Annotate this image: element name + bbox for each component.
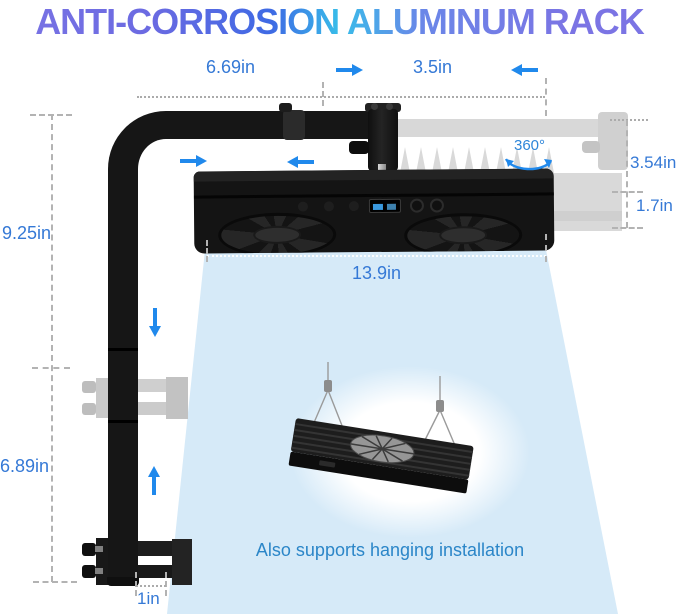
bracket-knob (349, 141, 369, 154)
measure-tick (165, 572, 167, 596)
dim-extension-length: 3.5in (413, 57, 453, 77)
measure-tick (612, 227, 643, 229)
thumbscrew-ghost (82, 381, 96, 393)
bracket-ghost (598, 112, 628, 170)
arrow-up-icon (148, 465, 160, 495)
wire-fitting (436, 400, 444, 412)
measure-line-right (626, 120, 628, 228)
port (297, 201, 309, 212)
pole-cap (107, 577, 139, 586)
fixture-seam (193, 192, 554, 199)
measure-tick (32, 367, 70, 369)
hanging-light-illustration (288, 362, 474, 494)
bracket-bolt (386, 103, 393, 110)
rotation-label: 360° (514, 137, 546, 154)
display-screen (368, 198, 402, 214)
arm-screw (279, 103, 292, 112)
arrow-right-icon (180, 155, 207, 167)
rotation-360-icon (504, 158, 552, 171)
thumbscrew-ghost (82, 403, 96, 415)
dim-fixture-total-height: 3.54in (630, 153, 677, 172)
dim-arm-length: 6.69in (206, 57, 256, 77)
light-fixture (193, 168, 555, 254)
pole-seam (108, 348, 138, 351)
measure-tick (136, 585, 166, 587)
fan-left (218, 212, 337, 254)
bracket-cap (365, 103, 401, 112)
dim-fixture-width: 13.9in (352, 263, 402, 283)
dim-pole-upper: 9.25in (2, 223, 52, 243)
bracket-bolt (371, 103, 378, 110)
wire-fitting (324, 380, 332, 392)
measure-line-left (51, 114, 53, 582)
arrow-left-icon (287, 156, 314, 168)
measure-tick (612, 191, 643, 193)
dim-pole-lower: 6.89in (0, 456, 50, 476)
thumbscrew (82, 543, 96, 556)
dim-clamp-opening: 1in (137, 589, 160, 608)
measure-tick (545, 78, 547, 116)
measure-line-top (137, 96, 545, 98)
port (323, 201, 335, 212)
port (348, 201, 360, 212)
arrow-left-icon (511, 64, 538, 76)
light-bracket (368, 109, 398, 171)
measure-tick (545, 234, 547, 262)
fan-right (404, 212, 523, 254)
measure-tick (135, 572, 137, 596)
dim-fixture-body-height: 1.7in (636, 196, 673, 215)
control-button (409, 198, 425, 213)
measure-line-width (207, 255, 546, 257)
control-button (429, 198, 445, 213)
page-title: ANTI-CORROSION ALUMINUM RACK (0, 1, 679, 43)
arm-extension-ghost (396, 119, 620, 137)
bracket-knob-ghost (582, 141, 600, 153)
arrow-right-icon (336, 64, 363, 76)
pole-seam (108, 420, 138, 423)
measure-tick (610, 119, 648, 121)
arm-sleeve (283, 110, 305, 140)
thumbscrew (82, 565, 96, 578)
arrow-down-icon (149, 308, 161, 338)
hanging-fixture (288, 418, 474, 494)
measure-tick (206, 240, 208, 262)
measure-tick (33, 581, 77, 583)
measure-tick (322, 82, 324, 106)
